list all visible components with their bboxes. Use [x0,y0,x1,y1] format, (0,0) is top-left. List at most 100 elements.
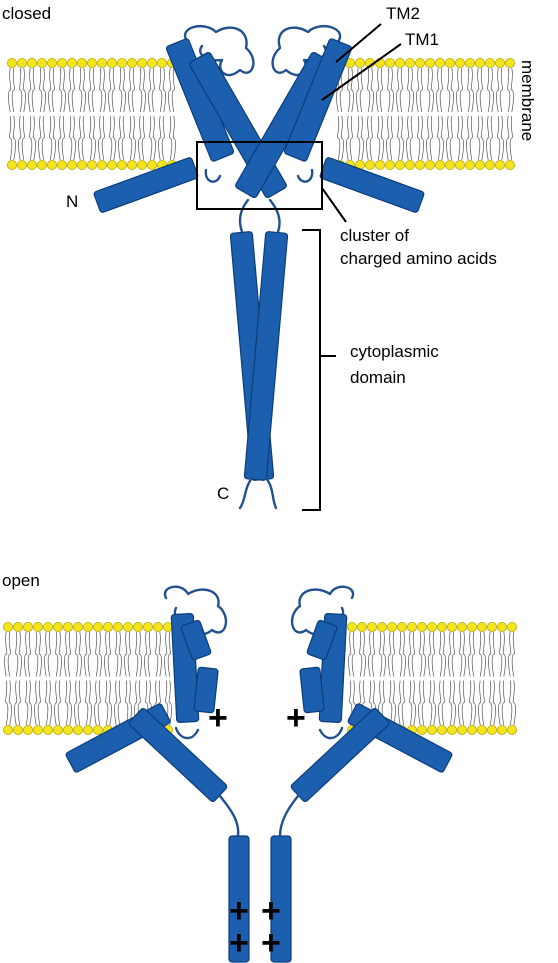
lipid-tail [61,115,65,161]
lipid-tail [458,680,462,726]
lipid-tail [340,115,344,161]
lipid-tail [139,67,143,113]
tm2-label: TM2 [386,4,420,23]
lipid-tail [428,631,432,677]
lipid-head [127,159,138,170]
lipid-tail [119,67,123,113]
lipid-tail [57,680,61,726]
lipid-head [37,159,48,170]
lipid-tail [511,631,515,677]
lipid-head [426,725,437,736]
lipid-tail [142,67,146,113]
lipid-head [476,622,487,633]
lipid-head [484,159,495,170]
lipid-tail [429,680,433,726]
lipid-head [97,159,108,170]
lipid-tail [132,115,136,161]
lipid-tail [457,115,461,161]
membrane-bilayer-closed-left [7,58,177,170]
lipid-tail [499,67,503,113]
tm2-leader [335,23,382,63]
lipid-tail [55,631,59,677]
lipid-head [444,58,455,69]
lipid-tail [502,631,506,677]
lipid-tail [58,115,62,161]
open-tm1-right [299,666,325,714]
lipid-tail [118,115,122,161]
lipid-head [103,622,114,633]
lipid-tail [417,115,421,161]
lipid-tail [478,680,482,726]
lipid-tail [37,680,41,726]
lipid-tail [512,680,516,726]
cytoplasmic-label-line2: domain [350,368,406,387]
lipid-tail [508,631,512,677]
lipid-tail [78,631,82,677]
lipid-tail [64,631,68,677]
cluster-label-line2: charged amino acids [340,249,497,268]
charge-plus-left: + [208,699,228,737]
lipid-tail [105,680,109,726]
lipid-tail [69,115,73,161]
lipid-tail [347,67,351,113]
lipid-tail [376,67,380,113]
lipid-head [3,622,13,633]
lipid-head [73,622,84,633]
lipid-head [97,58,108,69]
lipid-head [136,58,147,69]
lipid-head [456,622,467,633]
lipid-tail [418,680,422,726]
lipid-tail [388,631,392,677]
lipid-tail [507,67,511,113]
lipid-tail [472,680,476,726]
lipid-tail [421,680,425,726]
c-tail-right [264,476,278,510]
lipid-tail [41,115,45,161]
charged-cluster-box [196,141,323,210]
lipid-tail [362,631,366,677]
open-cyto-linker-right [278,794,300,838]
lipid-tail [451,631,455,677]
lipid-tail [409,115,413,161]
lipid-tail [85,680,89,726]
lipid-tail [337,115,341,161]
lipid-tail [389,115,393,161]
lipid-tail [34,680,38,726]
charge-plus-cyto-3: + [229,924,249,962]
lipid-tail [91,67,95,113]
cyto-linker-right [268,198,281,234]
lipid-tail [164,631,168,677]
lipid-tail [412,680,416,726]
lipid-tail [108,67,112,113]
lipid-tail [78,115,82,161]
lipid-tail [491,631,495,677]
lipid-head [33,622,44,633]
lipid-tail [427,67,431,113]
lipid-tail [49,115,53,161]
lipid-tail [59,67,63,113]
lipid-tail [35,631,39,677]
lipid-head [12,725,23,736]
lipid-tail [392,680,396,726]
lipid-tail [24,631,28,677]
lipid-head [33,725,44,736]
lipid-head [7,58,17,69]
lipid-head [22,725,33,736]
lipid-head [394,58,405,69]
lipid-tail [371,631,375,677]
lipid-tail [468,631,472,677]
lipid-head [486,622,497,633]
lipid-head [414,58,425,69]
lipid-tail [479,67,483,113]
lipid-tail [67,631,71,677]
lipid-tail [89,115,93,161]
lipid-tail [54,680,58,726]
lipid-head [466,725,477,736]
lipid-head [93,725,104,736]
lipid-tail [469,680,473,726]
lipid-tail [29,115,33,161]
lipid-head [434,159,445,170]
lipid-tail [422,631,426,677]
lipid-tail [14,680,18,726]
